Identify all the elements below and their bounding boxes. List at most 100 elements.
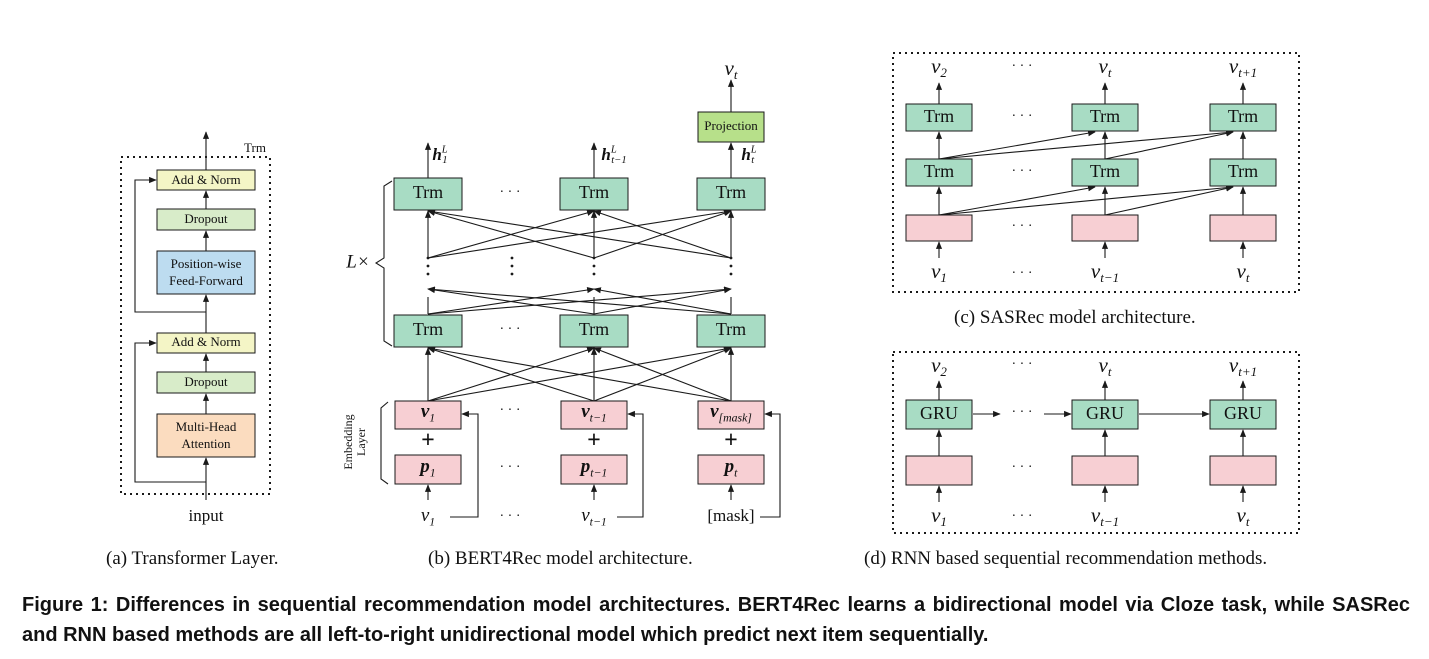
- sasrec-embedding-2: [1071, 214, 1139, 242]
- embedding-layer-label-2: Layer: [354, 428, 368, 456]
- vertical-ellipsis: [729, 264, 733, 268]
- dropout-box-top: [156, 208, 256, 231]
- add-norm-label-bottom: Add & Norm: [171, 334, 240, 349]
- rnn-input-2: vt−1: [1091, 503, 1119, 529]
- attention-connector: [427, 209, 732, 259]
- sasrec-output-2: vt: [1099, 54, 1112, 80]
- embedding-brace: [380, 401, 389, 485]
- ellipsis-b-mid: · · ·: [500, 322, 521, 337]
- trm-box-bottom-2: [559, 314, 629, 348]
- position-embedding-label-3: pt: [723, 456, 739, 479]
- sasrec-trm-label-top-1: Trm: [924, 106, 954, 126]
- mha-label-line1: Multi-Head: [176, 419, 237, 434]
- vertical-ellipsis: [592, 272, 596, 276]
- attention-connector: [427, 347, 595, 402]
- input-bypass-line: [617, 410, 644, 518]
- attention-connector: [593, 287, 732, 315]
- rnn-embedding-2: [1071, 455, 1139, 486]
- sasrec-input-1: v1: [931, 259, 947, 285]
- attention-connector: [427, 286, 595, 315]
- ellipsis-c-5: · · ·: [1012, 59, 1033, 74]
- sasrec-input-3: vt: [1237, 259, 1250, 285]
- trm-label-bottom-3: Trm: [716, 319, 746, 339]
- caption-d: (d) RNN based sequential recommendation …: [864, 548, 1268, 569]
- input-bypass-line: [450, 410, 479, 518]
- sasrec-trm-label-top-2: Trm: [1090, 106, 1120, 126]
- figure-caption: Figure 1: Differences in sequential reco…: [22, 594, 1410, 646]
- position-embedding-box-1: [394, 454, 462, 485]
- sasrec-embedding-3: [1209, 214, 1277, 242]
- vertical-ellipsis: [426, 264, 430, 268]
- attention-connector: [427, 209, 595, 259]
- residual-connection-bottom: [134, 339, 206, 483]
- sasrec-trm-bottom-1: [905, 158, 973, 187]
- add-norm-box-bottom: [156, 332, 256, 354]
- ellipsis-d-2: · · ·: [1012, 460, 1033, 475]
- trm-label-top-1: Trm: [413, 182, 443, 202]
- sasrec-trm-label-bottom-1: Trm: [924, 161, 954, 181]
- layers-brace: [374, 180, 393, 347]
- attention-connector: [427, 286, 732, 315]
- ffn-label-line2: Feed-Forward: [169, 273, 243, 288]
- sasrec-trm-top-2: [1071, 103, 1139, 132]
- output-item-label: vt: [725, 56, 738, 82]
- position-embedding-label-1: p1: [418, 456, 435, 479]
- ellipsis-d-1: · · ·: [1012, 405, 1033, 420]
- position-embedding-box-2: [560, 454, 628, 485]
- trm-label-top-3: Trm: [716, 182, 746, 202]
- gru-label-3: GRU: [1224, 403, 1262, 423]
- sasrec-boundary: [892, 52, 1300, 293]
- input-bypass-line: [760, 410, 781, 518]
- gru-label-2: GRU: [1086, 403, 1124, 423]
- caption-b: (b) BERT4Rec model architecture.: [428, 548, 693, 569]
- ellipsis-d-4: · · ·: [1012, 357, 1033, 372]
- residual-connection-top: [134, 176, 206, 313]
- plus-sign-2: +: [587, 428, 601, 454]
- embedding-layer-label-1: Embedding: [341, 414, 355, 469]
- trm-box-top-2: [559, 177, 629, 211]
- vertical-ellipsis: [510, 256, 514, 260]
- add-norm-label-top: Add & Norm: [171, 172, 240, 187]
- trm-box-top-3: [696, 177, 766, 211]
- multi-head-attention-box: [156, 413, 256, 458]
- item-embedding-box-1: [394, 400, 462, 430]
- ellipsis-d-3: · · ·: [1012, 509, 1033, 524]
- caption-c: (c) SASRec model architecture.: [954, 307, 1196, 328]
- sasrec-trm-label-top-3: Trm: [1228, 106, 1258, 126]
- add-norm-box-top: [156, 169, 256, 191]
- item-embedding-label-3: v[mask]: [710, 401, 752, 424]
- sasrec-trm-label-bottom-3: Trm: [1228, 161, 1258, 181]
- causal-attention-connector: [1104, 130, 1234, 160]
- item-embedding-label-2: vt−1: [581, 401, 607, 424]
- dropout-box-bottom: [156, 371, 256, 394]
- ellipsis-b-emb: · · ·: [500, 403, 521, 418]
- causal-attention-connector: [938, 184, 1234, 216]
- input-label: input: [189, 506, 224, 525]
- attention-connector: [593, 347, 732, 402]
- causal-attention-connector: [938, 130, 1096, 160]
- input-mask-token: [mask]: [707, 506, 754, 525]
- vertical-ellipsis: [729, 272, 733, 276]
- vertical-ellipsis: [592, 264, 596, 268]
- rnn-embedding-1: [905, 455, 973, 486]
- position-embedding-label-2: pt−1: [579, 456, 608, 479]
- rnn-input-1: v1: [931, 503, 947, 529]
- gru-label-1: GRU: [920, 403, 958, 423]
- feed-forward-box: [156, 250, 256, 295]
- ellipsis-c-3: · · ·: [1012, 219, 1033, 234]
- gru-box-2: [1071, 399, 1139, 430]
- sasrec-output-1: v2: [931, 54, 947, 80]
- ellipsis-c-4: · · ·: [1012, 266, 1033, 281]
- trm-box-bottom-1: [393, 314, 463, 348]
- vertical-ellipsis: [426, 272, 430, 276]
- sasrec-trm-label-bottom-2: Trm: [1090, 161, 1120, 181]
- input-item-1: v1: [421, 505, 435, 528]
- vertical-ellipsis: [729, 256, 733, 260]
- rnn-output-2: vt: [1099, 353, 1112, 379]
- trm-box-bottom-3: [696, 314, 766, 348]
- sasrec-trm-top-1: [905, 103, 973, 132]
- attention-connector: [427, 346, 732, 402]
